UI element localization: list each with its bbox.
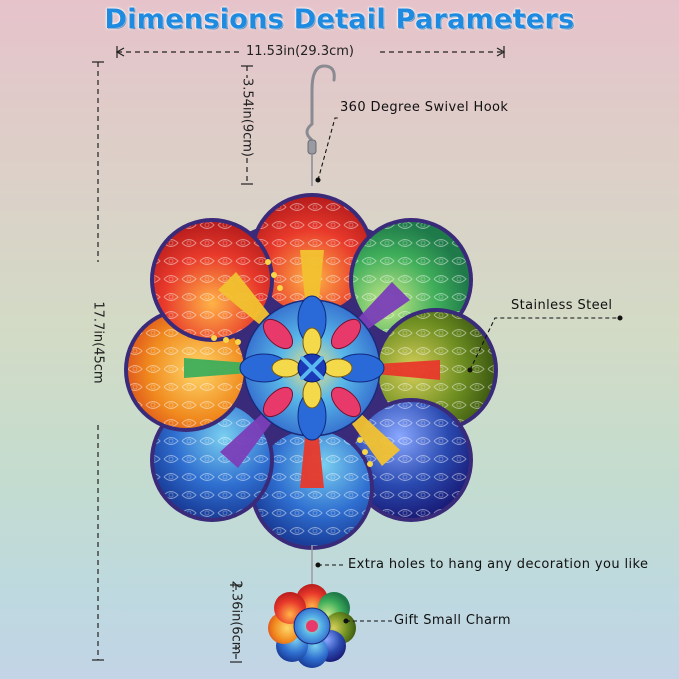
charm-dimension-line (230, 584, 242, 663)
swivel-hook-icon (305, 64, 336, 186)
gift-charm (268, 584, 356, 668)
center-mandala (239, 295, 385, 441)
hook-callout: 360 Degree Swivel Hook (340, 100, 509, 115)
width-dimension-label: 11.53in(29.3cm) (246, 44, 354, 59)
callout-leaders (315, 117, 623, 624)
hook-dimension-label: 3.54in(9cm) (239, 77, 255, 158)
holes-callout: Extra holes to hang any decoration you l… (348, 557, 649, 572)
wind-spinner (124, 193, 498, 550)
petal-top-left-red (150, 218, 274, 342)
height-dimension-line (92, 61, 104, 661)
charm-dimension-label: 2.36in(6cm (228, 580, 244, 655)
petal-bottom-right-navy (349, 398, 473, 522)
page-title: Dimensions Detail Parameters (104, 4, 575, 35)
material-callout: Stainless Steel (511, 298, 613, 313)
width-dimension-line (115, 46, 506, 58)
dot-accents (211, 259, 373, 467)
height-dimension-label: 17.7in(45cm (90, 301, 106, 384)
charm-callout: Gift Small Charm (394, 613, 511, 628)
hook-dimension-line (241, 65, 253, 185)
